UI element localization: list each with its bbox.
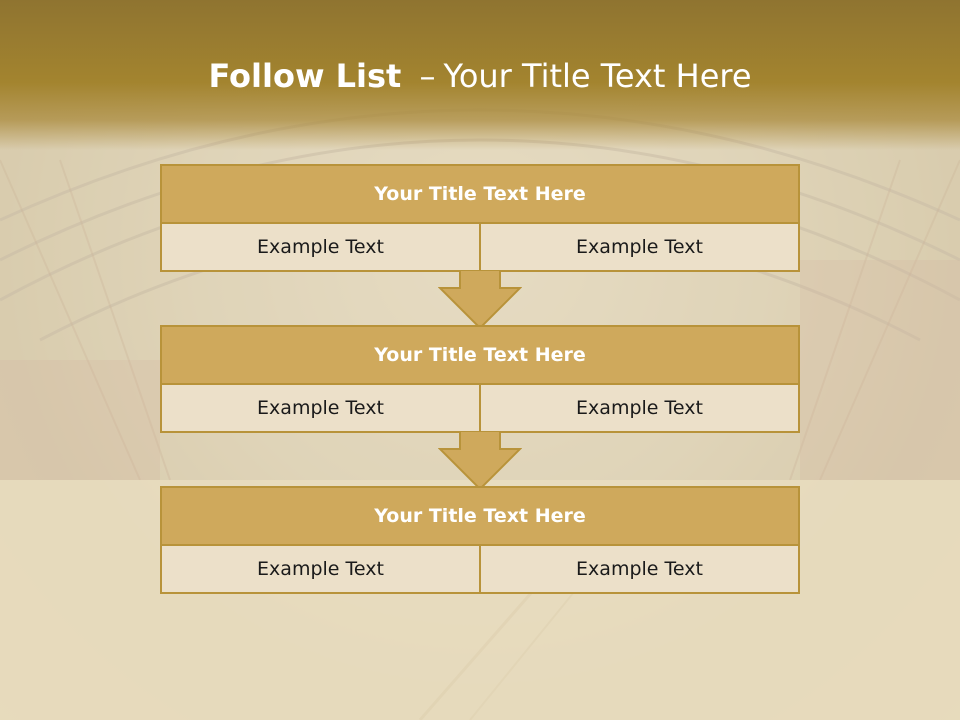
block-row: Example Text Example Text (162, 546, 798, 592)
title-bold: Follow List (208, 57, 402, 95)
block-cell-left: Example Text (162, 385, 481, 431)
list-block-2: Your Title Text Here Example Text Exampl… (160, 325, 800, 433)
block-header: Your Title Text Here (162, 166, 798, 224)
block-row: Example Text Example Text (162, 385, 798, 431)
title-separator: – (419, 57, 436, 95)
block-row: Example Text Example Text (162, 224, 798, 270)
header-band (0, 0, 960, 150)
list-block-1: Your Title Text Here Example Text Exampl… (160, 164, 800, 272)
block-cell-left: Example Text (162, 546, 481, 592)
down-arrow-icon (438, 431, 522, 491)
block-cell-right: Example Text (481, 224, 798, 270)
block-cell-right: Example Text (481, 546, 798, 592)
block-cell-right: Example Text (481, 385, 798, 431)
block-header: Your Title Text Here (162, 327, 798, 385)
block-header: Your Title Text Here (162, 488, 798, 546)
block-cell-left: Example Text (162, 224, 481, 270)
slide-title: Follow List –Your Title Text Here (0, 52, 960, 100)
list-block-3: Your Title Text Here Example Text Exampl… (160, 486, 800, 594)
down-arrow-icon (438, 270, 522, 330)
title-rest: Your Title Text Here (443, 57, 752, 95)
